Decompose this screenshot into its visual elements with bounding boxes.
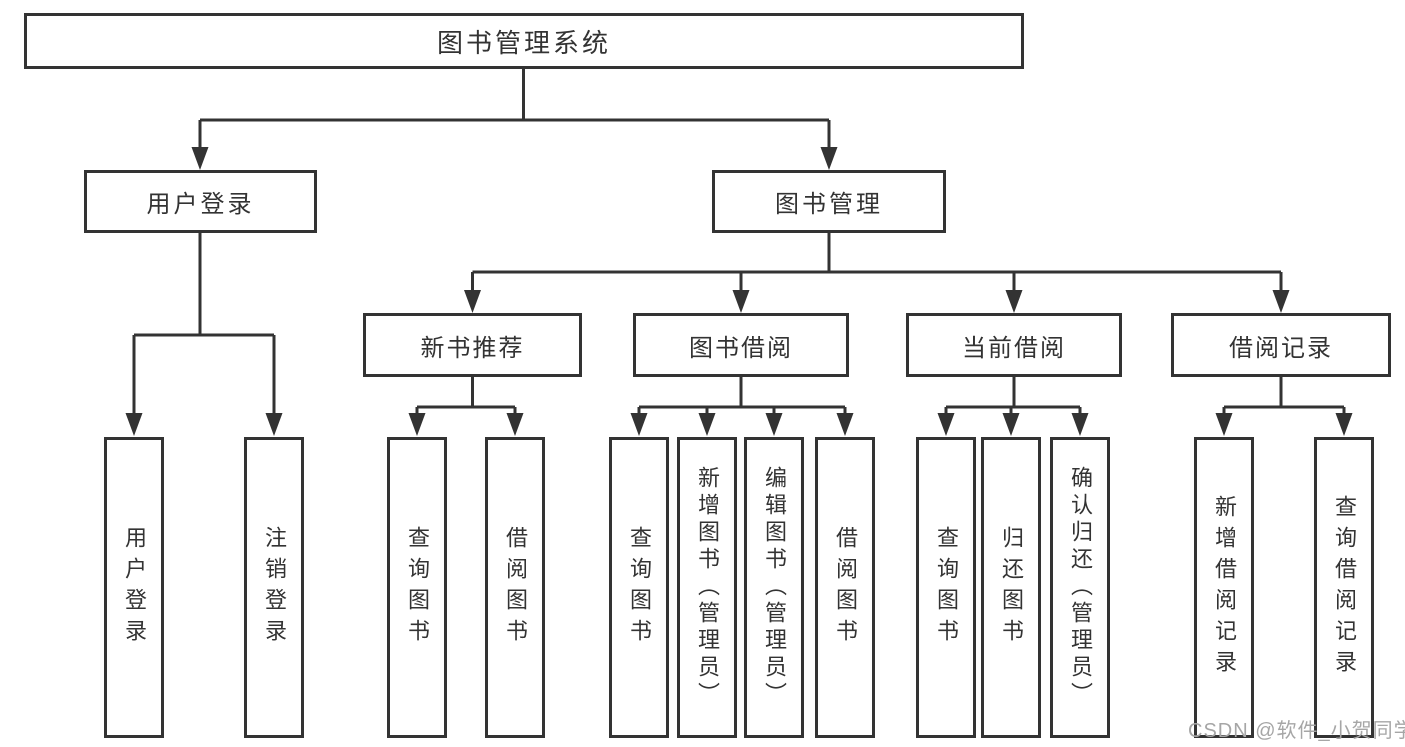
- leaf-query-book-borrow: 查询图书: [609, 437, 669, 738]
- leaf-query-book-current: 查询图书: [916, 437, 976, 738]
- leaf-borrow-book-label: 借阅图书: [833, 525, 858, 650]
- node-current-borrow: 当前借阅: [906, 313, 1122, 377]
- node-new-book-recommend-label: 新书推荐: [420, 334, 525, 362]
- node-root-label: 图书管理系统: [436, 27, 611, 58]
- leaf-borrow-book-recommend: 借阅图书: [485, 437, 545, 738]
- node-book-borrow: 图书借阅: [633, 313, 849, 377]
- leaf-return-book-label: 归还图书: [999, 525, 1024, 650]
- node-book-borrow-label: 图书借阅: [689, 334, 793, 362]
- leaf-query-book-borrow-label: 查询图书: [627, 525, 652, 650]
- leaf-add-borrow-record: 新增借阅记录: [1194, 437, 1254, 738]
- leaf-query-borrow-record-label: 查询借阅记录: [1332, 494, 1357, 681]
- leaf-add-book-admin: 新增图书（管理员）: [677, 437, 737, 738]
- connector-path: [132, 69, 1346, 418]
- node-book-management-label: 图书管理: [775, 191, 883, 218]
- leaf-add-borrow-record-label: 新增借阅记录: [1212, 494, 1237, 681]
- node-current-borrow-label: 当前借阅: [962, 334, 1066, 362]
- leaf-user-login-label: 用户登录: [122, 525, 147, 650]
- leaf-user-login: 用户登录: [104, 437, 164, 738]
- watermark: CSDN @软件_小贺同学: [1188, 720, 1405, 742]
- arrow-down-heads: [125, 147, 1353, 436]
- node-new-book-recommend: 新书推荐: [363, 313, 582, 377]
- leaf-logout: 注销登录: [244, 437, 304, 738]
- node-user-login-label: 用户登录: [146, 191, 255, 218]
- leaf-query-book-recommend: 查询图书: [387, 437, 447, 738]
- leaf-edit-book-admin-label: 编辑图书（管理员）: [762, 466, 787, 709]
- leaf-add-book-admin-label: 新增图书（管理员）: [695, 466, 720, 709]
- leaf-confirm-return-admin: 确认归还（管理员）: [1050, 437, 1110, 738]
- leaf-query-book-recommend-label: 查询图书: [405, 525, 430, 650]
- leaf-edit-book-admin: 编辑图书（管理员）: [744, 437, 804, 738]
- leaf-borrow-book: 借阅图书: [815, 437, 875, 738]
- leaf-query-book-current-label: 查询图书: [934, 525, 959, 650]
- node-borrow-records: 借阅记录: [1171, 313, 1391, 377]
- leaf-return-book: 归还图书: [981, 437, 1041, 738]
- node-borrow-records-label: 借阅记录: [1229, 334, 1333, 362]
- leaf-logout-label: 注销登录: [262, 525, 287, 650]
- node-user-login: 用户登录: [84, 170, 317, 233]
- leaf-borrow-book-recommend-label: 借阅图书: [503, 525, 528, 650]
- node-root: 图书管理系统: [24, 13, 1024, 69]
- node-book-management: 图书管理: [712, 170, 946, 233]
- leaf-query-borrow-record: 查询借阅记录: [1314, 437, 1374, 738]
- leaf-confirm-return-admin-label: 确认归还（管理员）: [1068, 466, 1093, 709]
